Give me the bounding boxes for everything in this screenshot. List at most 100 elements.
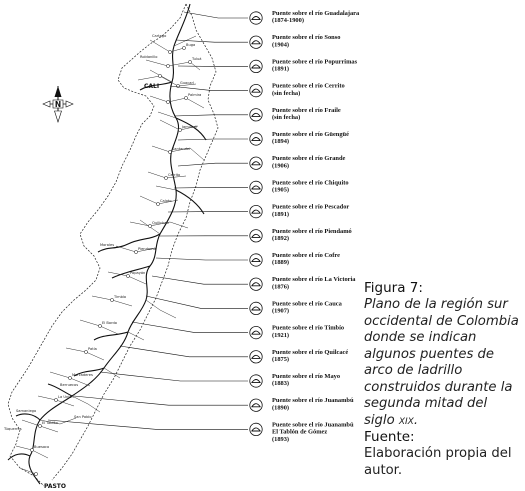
- bridge-arch-icon: [249, 108, 263, 122]
- bridge-year: (1875): [272, 356, 289, 363]
- town-label: Cartago: [152, 34, 166, 38]
- town-label: Santander: [172, 147, 191, 151]
- bridge-title: Puente sobre el río Güengüé: [272, 131, 349, 138]
- town-label: Berruecos: [60, 383, 78, 387]
- town-label: Mercaderes: [72, 373, 93, 377]
- town-label: Piendamó: [138, 247, 156, 251]
- bridge-leader-line: [177, 138, 248, 141]
- caption-source-text: Elaboración propia del autor.: [364, 446, 512, 478]
- bridge-year: (1892): [272, 235, 289, 242]
- bridge-title: Puente sobre el río Popurrimas: [272, 58, 358, 65]
- town-label: Timbío: [113, 295, 126, 299]
- caption-heading: Figura 7:: [364, 280, 423, 296]
- bridge-leader-line: [173, 187, 248, 189]
- town-label: El Tablón: [42, 421, 58, 425]
- bridge-title: Puente sobre el río Chiquito: [272, 179, 349, 186]
- caption-body: Plano de la región sur occidental de Col…: [364, 297, 522, 429]
- rivers: [7, 3, 207, 485]
- bridge-arch-icon: [249, 205, 263, 219]
- bridge-year: (1891): [272, 211, 289, 218]
- bridge-arch-icon: [249, 301, 263, 315]
- bridge-leader-line: [131, 321, 248, 333]
- town-label: Guacarí: [180, 81, 195, 85]
- bridge-leader-line: [175, 39, 248, 43]
- bridge-year: (1874-1900): [272, 17, 304, 24]
- bridge-arch-icon: [249, 229, 263, 243]
- roads: [15, 35, 205, 475]
- city-label-cali: CALI: [144, 83, 159, 90]
- bridge-year: (1889): [272, 259, 289, 266]
- bridge-arch-icon: [249, 325, 263, 340]
- bridge-arch-icon: [249, 156, 263, 170]
- bridge-arch-icon: [249, 422, 263, 436]
- bridge-title: Puente sobre el río Fraile: [272, 107, 341, 114]
- bridge-title: El Tablón de Gómez: [272, 429, 327, 436]
- bridge-leader-line: [145, 295, 248, 309]
- town-label: San Pablo: [74, 415, 92, 419]
- town-label: Buga: [186, 43, 195, 47]
- town-label: Morales: [100, 243, 114, 247]
- bridge-year: (1906): [272, 162, 289, 169]
- town-label: Tuluá: [191, 57, 201, 61]
- bridge-leader-line: [73, 395, 248, 406]
- bridge-arch-icon: [249, 132, 263, 146]
- town-label: Jamundí: [181, 125, 198, 129]
- bridge-title: Puente sobre el río Juanambú: [272, 397, 354, 404]
- bridge-title: Puente sobre el río Grande: [272, 155, 346, 162]
- map: N Cartago Buga Roldanillo Tuluá Guacarí …: [3, 3, 360, 490]
- north-label: N: [55, 100, 61, 109]
- bridge-arch-icon: [249, 59, 263, 74]
- bridge-year: (1876): [272, 283, 289, 290]
- town-label: El Bordo: [102, 321, 117, 325]
- town-markers: [30, 46, 192, 476]
- bridge-leader-line: [169, 85, 248, 91]
- bridge-title: Puente sobre el río Piendamó: [272, 228, 352, 235]
- caption-source-heading: Fuente:: [364, 429, 415, 445]
- caption-body-text: Plano de la región sur occidental de Col…: [364, 297, 519, 428]
- town-label: Cerrito: [168, 173, 180, 177]
- town-label: Popayán: [130, 271, 145, 275]
- bridge-leader-line: [173, 114, 248, 117]
- bridge-arch-icon: [249, 253, 263, 267]
- bridge-year: (1921): [272, 332, 289, 339]
- town-labels: Cartago Buga Roldanillo Tuluá Guacarí Pa…: [3, 34, 201, 449]
- bridge-title: Puente sobre el río La Victoria: [272, 276, 356, 283]
- town-label: Quilichao: [152, 221, 169, 225]
- town-label: Palmira: [188, 93, 201, 97]
- bridge-arch-icon: [249, 35, 263, 49]
- bridge-arch-icon: [249, 374, 263, 388]
- bridge-year: (1883): [272, 380, 289, 387]
- town-label: Roldanillo: [140, 55, 158, 59]
- bridge-year: (1890): [272, 404, 289, 411]
- city-label-pasto: PASTO: [44, 483, 66, 490]
- town-label: Buesaco: [34, 445, 49, 449]
- bridge-title: Puente sobre el río Cerrito: [272, 83, 345, 90]
- bridge-title: Puente sobre el río Timbío: [272, 325, 344, 332]
- bridge-title: Puente sobre el río Juanambú: [272, 421, 354, 428]
- region-boundary: [7, 3, 219, 487]
- city-labels: CALI PASTO: [44, 83, 159, 490]
- bridge-arch-icon: [249, 398, 263, 412]
- bridge-title: Puente sobre el río Quilcacé: [272, 349, 348, 356]
- bridge-year: (1894): [272, 138, 289, 145]
- town-label: Caloto: [160, 199, 172, 203]
- bridge-arch-icon: [249, 350, 263, 364]
- bridge-leader-line: [99, 371, 248, 382]
- bridge-title: Puente sobre el río Guadalajara: [272, 10, 360, 17]
- bridge-title: Puente sobre el río Sonso: [272, 34, 340, 41]
- bridge-title: Puente sobre el río Pescador: [272, 204, 349, 211]
- caption-century: xix: [398, 412, 414, 428]
- bridge-leader-line: [155, 257, 248, 261]
- town-label: Patía: [88, 347, 97, 351]
- bridge-year: (sin fecha): [272, 114, 300, 121]
- bridge-year: (sin fecha): [272, 90, 300, 97]
- bridge-arch-icon: [249, 180, 263, 194]
- bridge-year: (1907): [272, 308, 289, 315]
- north-arrow-icon: N: [42, 86, 74, 123]
- bridge-leader-line: [47, 419, 248, 430]
- bridge-list: Puente sobre el río Guadalajara(1874-190…: [47, 10, 360, 443]
- bridge-title: Puente sobre el río Mayo: [272, 373, 340, 380]
- bridge-leader-line: [119, 345, 248, 358]
- town-label: Túquerres: [3, 427, 22, 431]
- caption-period: .: [413, 412, 419, 428]
